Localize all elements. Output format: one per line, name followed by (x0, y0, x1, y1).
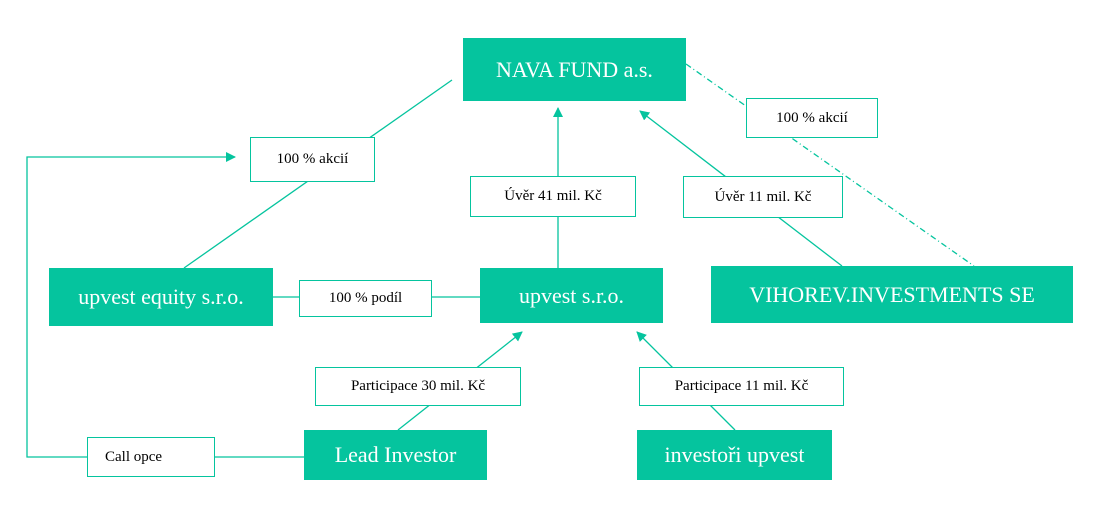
entity-investori-upvest: investoři upvest (637, 430, 832, 480)
entity-upvest: upvest s.r.o. (480, 268, 663, 323)
label-akcii-right: 100 % akcií (746, 98, 878, 138)
label-uver-41: Úvěr 41 mil. Kč (470, 176, 636, 217)
label-participace-30: Participace 30 mil. Kč (315, 367, 521, 406)
entity-upvest-equity: upvest equity s.r.o. (49, 268, 273, 326)
entity-vihorev-investments: VIHOREV.INVESTMENTS SE (711, 266, 1073, 323)
label-podil: 100 % podíl (299, 280, 432, 317)
entity-nava-fund: NAVA FUND a.s. (463, 38, 686, 101)
entity-lead-investor: Lead Investor (304, 430, 487, 480)
label-call-opce: Call opce (87, 437, 215, 477)
label-uver-11: Úvěr 11 mil. Kč (683, 176, 843, 218)
label-participace-11: Participace 11 mil. Kč (639, 367, 844, 406)
line-nava-vihorev-dashed (685, 63, 975, 267)
label-akcii-left: 100 % akcií (250, 137, 375, 182)
